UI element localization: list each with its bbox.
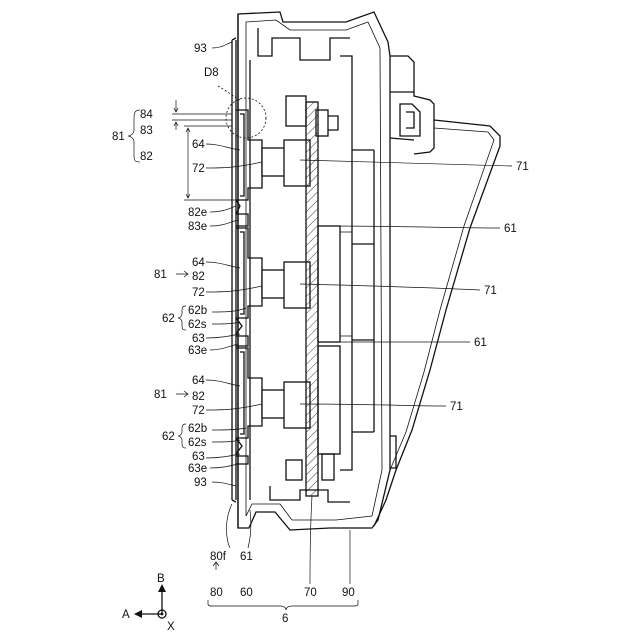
label-6: 6: [282, 613, 288, 625]
label-83e: 83e: [188, 221, 207, 233]
key-group-top: [236, 110, 262, 226]
label-82-mid: 82: [192, 271, 205, 283]
label-62s-a: 62s: [188, 319, 207, 331]
label-93-top: 93: [194, 43, 207, 55]
brace-6: [208, 600, 358, 610]
detail-circle-d8: [218, 86, 266, 138]
label-82e: 82e: [188, 207, 207, 219]
label-61-c: 61: [240, 551, 253, 563]
label-64-a: 64: [192, 139, 205, 151]
axis-label-a: A: [122, 609, 130, 621]
label-d8: D8: [204, 67, 219, 79]
label-81-top: 81: [112, 131, 125, 143]
label-72-c: 72: [192, 405, 205, 417]
label-82-top: 82: [140, 151, 153, 163]
label-62b-a: 62b: [188, 305, 207, 317]
label-72-b: 72: [192, 287, 205, 299]
label-63-b: 63: [192, 451, 205, 463]
label-62s-b: 62s: [188, 437, 207, 449]
connector-bracket: [374, 56, 500, 526]
label-61-b: 61: [474, 337, 487, 349]
front-panel-80: [232, 38, 236, 502]
label-81-bot: 81: [154, 389, 167, 401]
label-70: 70: [304, 587, 317, 599]
label-93-bot: 93: [194, 477, 207, 489]
label-81-mid: 81: [154, 269, 167, 281]
label-64-c: 64: [192, 375, 205, 387]
label-63e-a: 63e: [188, 345, 207, 357]
label-80: 80: [210, 587, 223, 599]
label-62b-b: 62b: [188, 423, 207, 435]
label-62-a: 62: [162, 313, 175, 325]
label-63-a: 63: [192, 333, 205, 345]
label-90: 90: [342, 587, 355, 599]
brace-81-top: [128, 110, 140, 162]
label-72-a: 72: [192, 163, 205, 175]
label-60: 60: [240, 587, 253, 599]
switch-assemblies: [262, 96, 338, 480]
axis-label-b: B: [157, 573, 165, 585]
label-71-c: 71: [450, 401, 463, 413]
label-83: 83: [140, 125, 153, 137]
label-82-bot: 82: [192, 391, 205, 403]
label-64-b: 64: [192, 257, 205, 269]
label-71-b: 71: [484, 285, 497, 297]
label-62-b: 62: [162, 431, 175, 443]
circuit-board-70: [306, 102, 318, 496]
axis-label-x: X: [167, 621, 175, 633]
label-61-a: 61: [504, 223, 517, 235]
axis-indicator: [134, 584, 166, 618]
brace-62: [178, 306, 186, 448]
label-63e-b: 63e: [188, 463, 207, 475]
label-84: 84: [140, 109, 153, 121]
key-group-bottom: [236, 348, 262, 464]
label-71-a: 71: [516, 161, 529, 173]
label-80f: 80f: [210, 551, 227, 563]
